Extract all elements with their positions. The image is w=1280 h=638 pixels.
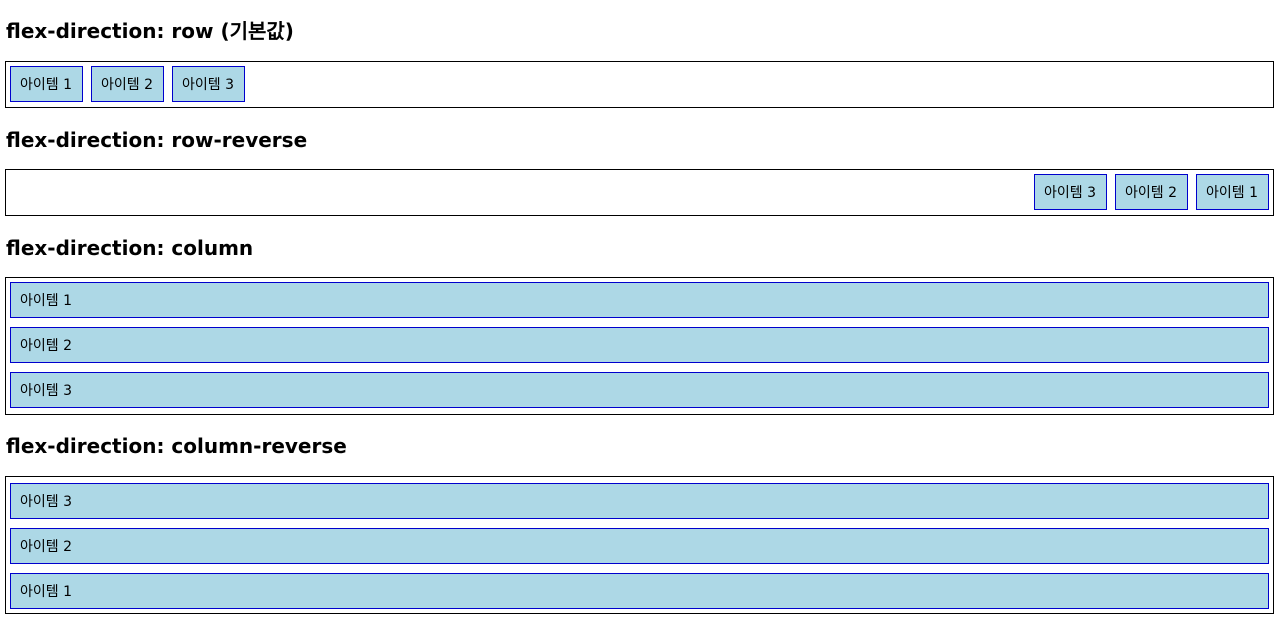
flex-container-row: 아이템 1 아이템 2 아이템 3 [5,61,1274,108]
flex-container-row-reverse: 아이템 1 아이템 2 아이템 3 [5,169,1274,216]
flex-container-column-reverse: 아이템 1 아이템 2 아이템 3 [5,476,1274,614]
heading-row: flex-direction: row (기본값) [6,19,294,43]
flex-item-1: 아이템 1 [10,573,1269,609]
flex-item-2: 아이템 2 [10,528,1269,564]
heading-column-reverse: flex-direction: column-reverse [6,434,347,458]
flex-item-3: 아이템 3 [1034,174,1107,210]
heading-row-reverse: flex-direction: row-reverse [6,128,308,152]
flex-item-1: 아이템 1 [1196,174,1269,210]
flex-container-column: 아이템 1 아이템 2 아이템 3 [5,277,1274,415]
flex-item-3: 아이템 3 [10,372,1269,408]
heading-column: flex-direction: column [6,236,254,260]
flex-item-3: 아이템 3 [172,66,245,102]
flex-item-2: 아이템 2 [1115,174,1188,210]
flex-item-1: 아이템 1 [10,66,83,102]
flex-item-2: 아이템 2 [10,327,1269,363]
flex-item-3: 아이템 3 [10,483,1269,519]
flex-item-2: 아이템 2 [91,66,164,102]
flex-item-1: 아이템 1 [10,282,1269,318]
